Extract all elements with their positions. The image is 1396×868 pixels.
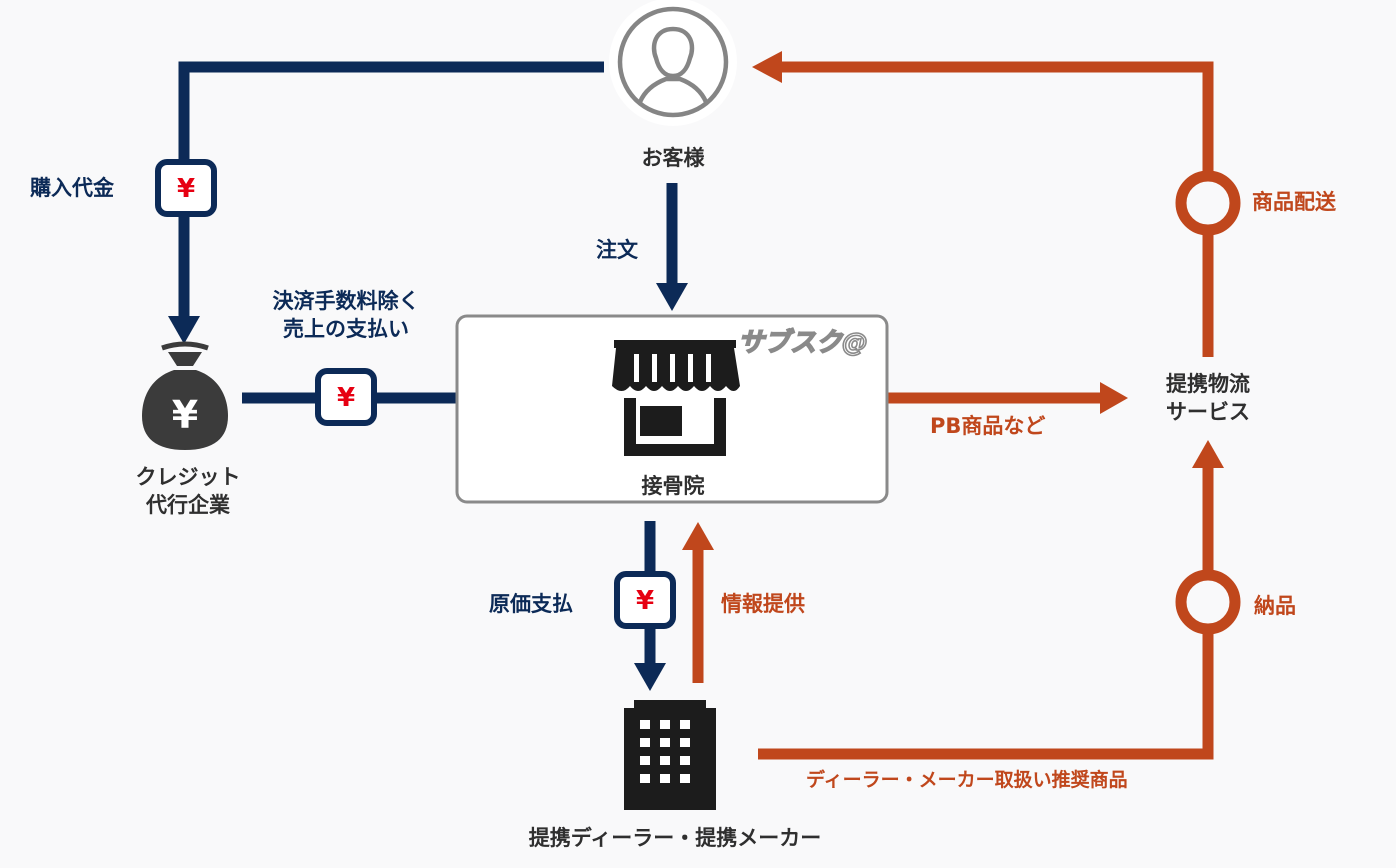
purchase-price-arrowhead	[168, 316, 200, 344]
delivery-label: 納品	[1254, 594, 1296, 618]
info-provision-label: 情報提供	[721, 592, 805, 616]
credit-company-label-line2: 代行企業	[146, 493, 230, 517]
person-icon	[609, 0, 737, 126]
logistics-label: 提携物流 サービス	[1138, 370, 1278, 426]
purchase-yen-symbol: ¥	[177, 174, 195, 204]
purchase-yen-badge	[155, 159, 217, 217]
money-bag-icon: ¥	[142, 341, 228, 450]
product-delivery-ring	[1175, 170, 1241, 236]
cost-yen-badge	[614, 571, 676, 629]
settlement-label-line2: 売上の支払い	[283, 317, 409, 341]
customer-label: お客様	[641, 146, 705, 170]
product-delivery-label: 商品配送	[1252, 190, 1336, 214]
credit-company-label: クレジット 代行企業	[118, 463, 258, 519]
cost-payment-label: 原価支払	[489, 592, 573, 616]
dealer-products-line	[758, 466, 1214, 760]
purchase-price-label: 購入代金	[30, 176, 114, 200]
order-arrowhead	[656, 283, 688, 311]
settlement-yen-symbol: ¥	[337, 383, 355, 413]
cost-yen-symbol: ¥	[636, 586, 654, 616]
cost-payment-arrowhead	[634, 663, 666, 691]
clinic-brand: サブスク@	[738, 328, 868, 358]
logistics-label-line1: 提携物流	[1166, 372, 1250, 396]
pb-products-arrowhead	[1100, 382, 1128, 414]
logistics-inbound-arrowhead	[1192, 440, 1224, 468]
credit-company-label-line1: クレジット	[135, 465, 241, 489]
order-label: 注文	[596, 238, 638, 262]
clinic-label: 接骨院	[641, 474, 705, 498]
product-delivery-arrowhead	[752, 51, 782, 83]
dealer-products-label: ディーラー・メーカー取扱い推奨商品	[806, 769, 1128, 791]
purchase-price-line	[178, 61, 604, 318]
office-building-icon	[624, 700, 716, 810]
settlement-label: 決済手数料除く 売上の支払い	[236, 287, 456, 343]
delivery-ring	[1175, 569, 1241, 635]
logistics-label-line2: サービス	[1166, 400, 1250, 424]
dealer-label: 提携ディーラー・提携メーカー	[528, 826, 822, 850]
product-delivery-line	[780, 61, 1214, 357]
info-provision-arrowhead	[682, 522, 714, 550]
settlement-yen-badge	[315, 368, 377, 426]
money-bag-symbol: ¥	[172, 393, 198, 437]
pb-products-label: PB商品など	[930, 414, 1046, 438]
settlement-label-line1: 決済手数料除く	[272, 289, 420, 313]
